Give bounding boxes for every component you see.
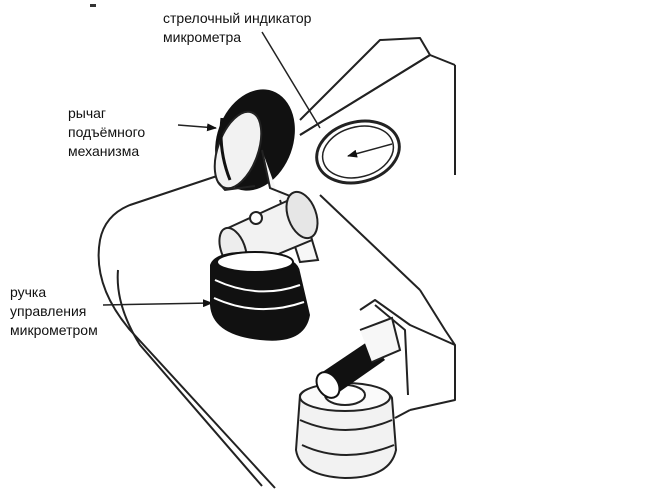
label-lifting-lever: рычаг подъёмного механизма xyxy=(68,104,145,161)
label-dial-indicator-line1: стрелочный индикатор xyxy=(163,10,312,26)
label-lifting-lever-line3: механизма xyxy=(68,143,140,159)
instrument-body xyxy=(97,37,456,489)
leader-lever xyxy=(177,123,217,132)
dial-indicator xyxy=(315,119,401,185)
micrometer-knob xyxy=(210,251,310,341)
label-dial-indicator-line2: микрометра xyxy=(163,29,242,45)
leader-indicator xyxy=(261,31,321,129)
label-lifting-lever-line1: рычаг xyxy=(68,105,107,121)
dial-needle xyxy=(347,143,393,158)
label-dial-indicator: стрелочный индикатор микрометра xyxy=(163,9,311,47)
label-micrometer-knob: ручка управления микрометром xyxy=(10,283,98,340)
label-micrometer-knob-line3: микрометром xyxy=(10,322,98,338)
leader-lines xyxy=(102,31,321,308)
label-micrometer-knob-line1: ручка xyxy=(10,284,47,300)
label-micrometer-knob-line2: управления xyxy=(10,303,87,319)
scan-mark xyxy=(90,4,96,7)
leader-knob xyxy=(102,299,213,308)
label-lifting-lever-line2: подъёмного xyxy=(68,124,146,140)
lower-knob xyxy=(294,316,402,480)
